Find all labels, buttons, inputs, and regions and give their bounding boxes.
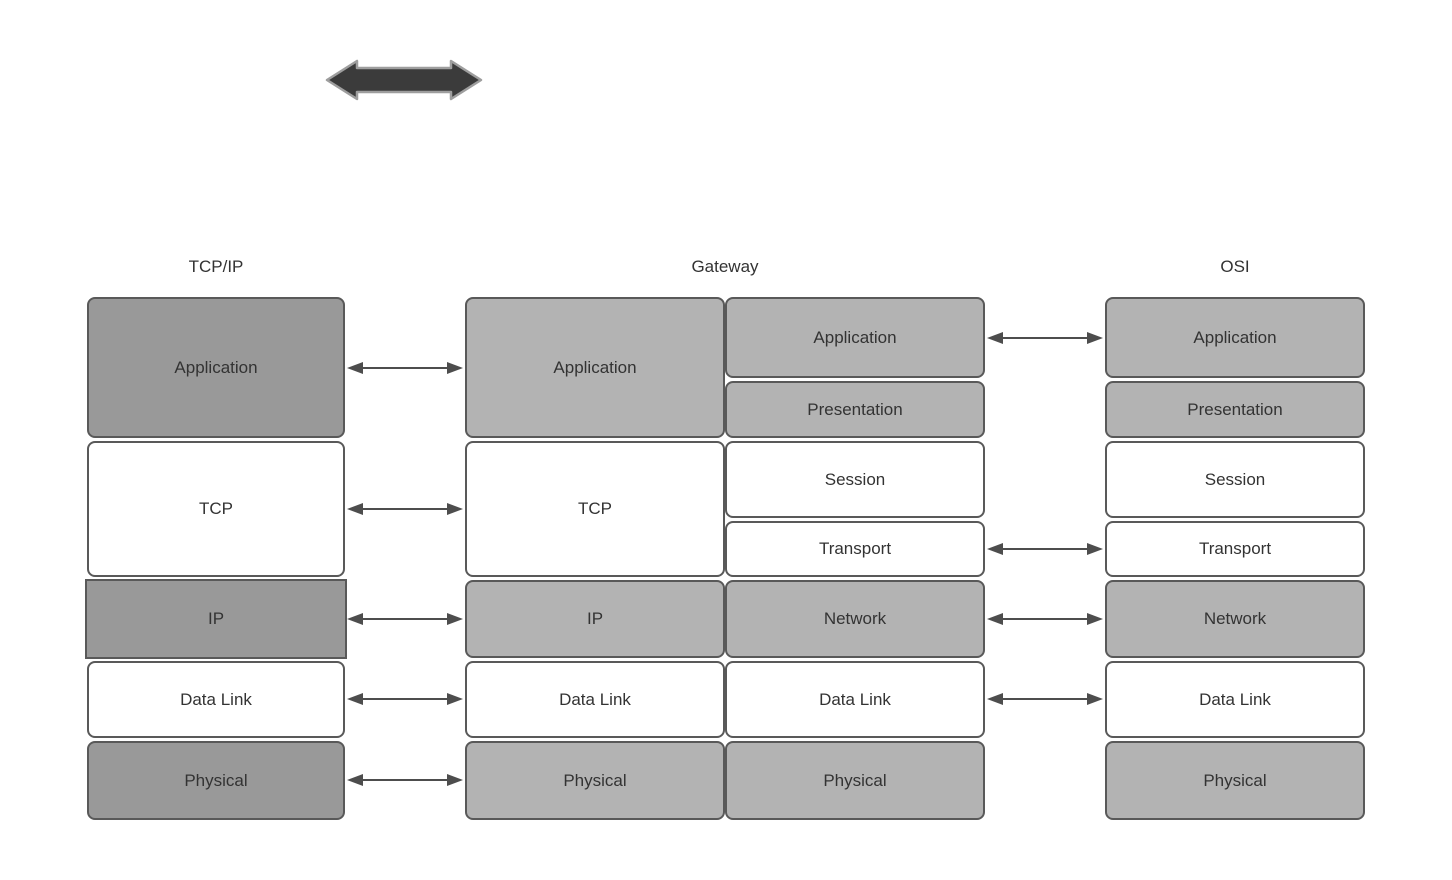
arrow-tcpip-gateway-data-link <box>346 692 464 706</box>
arrow-gateway-osi-data-link <box>986 692 1104 706</box>
arrow-gateway-osi-network <box>986 612 1104 626</box>
osi-layer-session: Session <box>1105 441 1365 518</box>
gateway-left-layer-data-link-label: Data Link <box>559 689 631 709</box>
gateway-left-layer-ip: IP <box>465 580 725 658</box>
arrow-tcpip-gateway-tcp <box>346 502 464 516</box>
gateway-right-layer-network: Network <box>725 580 985 658</box>
osi-layer-data-link: Data Link <box>1105 661 1365 738</box>
osi-layer-data-link-label: Data Link <box>1199 689 1271 709</box>
tcpip-layer-data-link-label: Data Link <box>180 689 252 709</box>
osi-column-header: OSI <box>1220 257 1250 276</box>
osi-layer-session-label: Session <box>1204 469 1266 489</box>
osi-layer-physical-label: Physical <box>1203 770 1267 790</box>
osi-layer-presentation: Presentation <box>1105 381 1365 438</box>
tcpip-layer-application: Application <box>87 297 345 438</box>
gateway-left-layer-data-link: Data Link <box>465 661 725 738</box>
gateway-right-layer-session: Session <box>725 441 985 518</box>
gateway-right-layer-transport-label: Transport <box>818 539 892 558</box>
gateway-right-layer-application-label: Application <box>813 327 897 347</box>
gateway-left-layer-tcp-label: TCP <box>578 499 612 518</box>
gateway-left-layer-physical: Physical <box>465 741 725 820</box>
tcpip-column-header: TCP/IP <box>188 257 244 276</box>
gateway-left-layer-physical-label: Physical <box>563 770 627 790</box>
gateway-left-layer-application-label: Application <box>553 357 637 377</box>
double-headed-arrow-icon <box>325 59 483 101</box>
gateway-left-layer-ip-label: IP <box>586 609 604 628</box>
osi-layer-physical: Physical <box>1105 741 1365 820</box>
gateway-right-layer-session-label: Session <box>824 469 886 489</box>
gateway-column-header: Gateway <box>691 257 759 276</box>
gateway-right-layer-data-link-label: Data Link <box>819 689 891 709</box>
osi-layer-transport-label: Transport <box>1198 539 1272 558</box>
arrow-gateway-osi-transport <box>986 542 1104 556</box>
osi-layer-transport: Transport <box>1105 521 1365 577</box>
arrow-tcpip-gateway-physical <box>346 773 464 787</box>
tcpip-layer-physical: Physical <box>87 741 345 820</box>
gateway-right-layer-presentation-label: Presentation <box>807 399 903 419</box>
tcpip-layer-physical-label: Physical <box>184 770 248 790</box>
osi-layer-application-label: Application <box>1193 327 1277 347</box>
tcpip-layer-application-label: Application <box>174 357 258 377</box>
gateway-right-layer-data-link: Data Link <box>725 661 985 738</box>
osi-layer-presentation-label: Presentation <box>1187 399 1283 419</box>
arrow-tcpip-gateway-application <box>346 361 464 375</box>
osi-layer-network-label: Network <box>1203 609 1267 628</box>
tcpip-layer-tcp: TCP <box>87 441 345 577</box>
arrow-tcpip-gateway-ip <box>346 612 464 626</box>
gateway-right-layer-network-label: Network <box>823 609 887 628</box>
gateway-right-layer-physical-label: Physical <box>823 770 887 790</box>
tcpip-layer-data-link: Data Link <box>87 661 345 738</box>
osi-layer-network: Network <box>1105 580 1365 658</box>
tcpip-layer-ip: IP <box>85 579 347 659</box>
gateway-right-layer-presentation: Presentation <box>725 381 985 438</box>
gateway-right-layer-physical: Physical <box>725 741 985 820</box>
gateway-left-layer-tcp: TCP <box>465 441 725 577</box>
tcpip-layer-tcp-label: TCP <box>199 499 233 518</box>
gateway-right-layer-application: Application <box>725 297 985 378</box>
osi-layer-application: Application <box>1105 297 1365 378</box>
tcpip-layer-ip-label: IP <box>207 609 225 628</box>
gateway-left-layer-application: Application <box>465 297 725 438</box>
gateway-right-layer-transport: Transport <box>725 521 985 577</box>
arrow-gateway-osi-application <box>986 331 1104 345</box>
